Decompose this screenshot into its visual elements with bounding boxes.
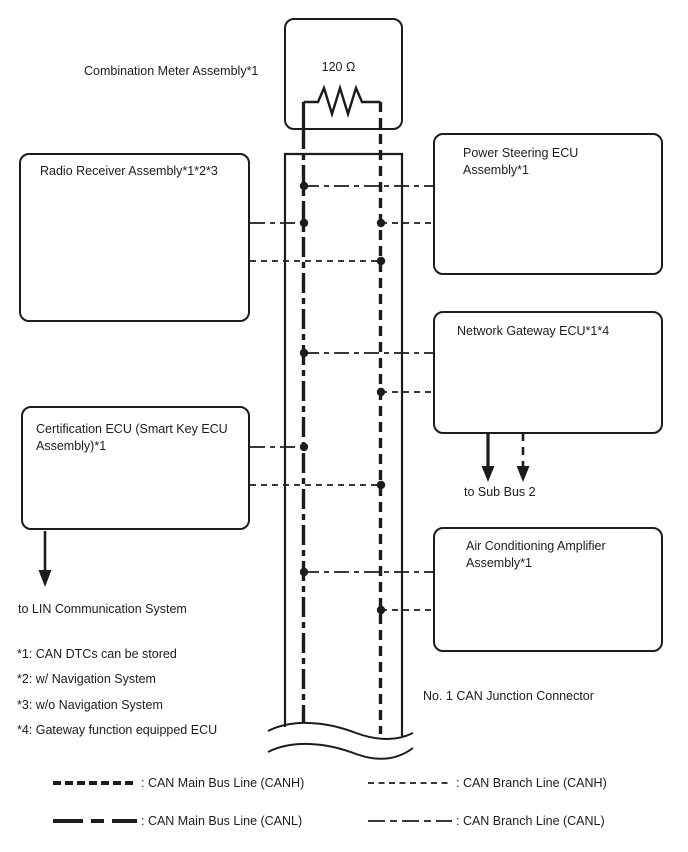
ecu-box-network-gateway: Network Gateway ECU*1*4	[433, 311, 663, 434]
footnotes: *1: CAN DTCs can be stored *2: w/ Naviga…	[17, 642, 217, 743]
dot-air-conditioning-canl	[299, 567, 309, 577]
footnote: *4: Gateway function equipped ECU	[17, 722, 218, 737]
dot-certification-canh	[376, 480, 386, 490]
legend-label: : CAN Main Bus Line (CANH)	[141, 776, 305, 790]
dot-network-gateway-canh	[376, 387, 386, 397]
footnote: *2: w/ Navigation System	[17, 672, 156, 687]
dot-network-gateway-canl	[299, 348, 309, 358]
ecu-box-certification: Certification ECU (Smart Key ECU Assembl…	[21, 406, 250, 530]
wavy-break-line-top	[267, 722, 414, 740]
dot-power-steering-canh	[376, 218, 386, 228]
dot-radio-canl	[299, 218, 309, 228]
legend-sample-branch-canh-line	[368, 782, 452, 784]
footnote: *1: CAN DTCs can be stored	[17, 647, 177, 661]
ecu-label-line: Air Conditioning Amplifier	[466, 539, 606, 553]
legend-sample-branch-canl-line	[368, 820, 452, 822]
dot-power-steering-canl	[299, 181, 309, 191]
ecu-label-line: Assembly*1	[466, 556, 532, 570]
lin-label: to LIN Communication System	[18, 602, 187, 616]
ecu-label-line: Power Steering ECU	[463, 146, 579, 160]
legend-sample-main-canl-line	[53, 819, 137, 823]
resistor-value-label: 120 Ω	[321, 60, 356, 74]
legend-branch-canh: : CAN Branch Line (CANH)	[368, 775, 607, 791]
dot-air-conditioning-canh	[376, 605, 386, 615]
ecu-box-radio-receiver: Radio Receiver Assembly*1*2*3	[19, 153, 250, 322]
wavy-break-line-bottom	[267, 743, 414, 760]
ecu-label-line: Assembly*1	[463, 163, 529, 177]
ecu-label-line: Certification ECU (Smart Key ECU	[36, 422, 228, 436]
lin-arrowhead	[38, 570, 52, 587]
combination-meter-label: Combination Meter Assembly*1	[84, 64, 259, 78]
sub-bus-arrowhead-solid	[481, 466, 495, 482]
ecu-label-line: Radio Receiver Assembly*1*2*3	[40, 164, 218, 178]
legend-label: : CAN Branch Line (CANH)	[456, 776, 607, 790]
junction-connector-outline	[283, 152, 404, 736]
legend-sample-main-canh-line	[53, 781, 137, 785]
legend-branch-canl: : CAN Branch Line (CANL)	[368, 813, 605, 829]
legend-label: : CAN Main Bus Line (CANL)	[141, 814, 303, 828]
junction-connector-label: No. 1 CAN Junction Connector	[423, 689, 594, 703]
ecu-box-power-steering: Power Steering ECU Assembly*1	[433, 133, 663, 275]
ecu-box-air-conditioning: Air Conditioning Amplifier Assembly*1	[433, 527, 663, 652]
ecu-label-line: Assembly)*1	[36, 439, 107, 453]
dot-certification-canl	[299, 442, 309, 452]
footnote: *3: w/o Navigation System	[17, 697, 163, 712]
sub-bus-label: to Sub Bus 2	[464, 485, 536, 499]
legend-label: : CAN Branch Line (CANL)	[456, 814, 605, 828]
ecu-label-line: Network Gateway ECU*1*4	[457, 324, 610, 338]
dot-radio-canh	[376, 256, 386, 266]
terminating-resistor-box: 120 Ω	[284, 18, 403, 130]
legend-main-canl: : CAN Main Bus Line (CANL)	[53, 813, 302, 829]
sub-bus-arrowhead-dashed	[516, 466, 530, 482]
legend-main-canh: : CAN Main Bus Line (CANH)	[53, 775, 304, 791]
